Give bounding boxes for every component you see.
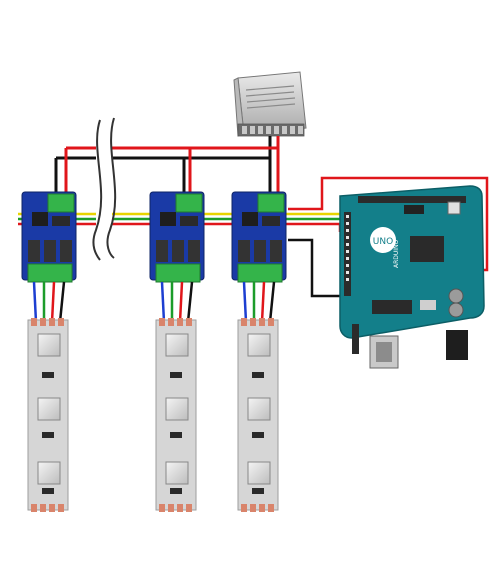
strip-wire: [178, 281, 184, 323]
rgb-led: [247, 461, 271, 485]
strip-pad: [168, 504, 174, 512]
board-logo-text: UNO: [373, 237, 393, 247]
strip-wire: [242, 281, 248, 323]
analog-header: [344, 212, 351, 296]
strip-pad: [250, 318, 256, 326]
resistor: [42, 488, 54, 494]
strip-pad: [250, 504, 256, 512]
strip-pad: [40, 504, 46, 512]
strip-pad: [268, 318, 274, 326]
resistor: [252, 488, 264, 494]
resistor: [42, 432, 54, 438]
strip-wire: [160, 281, 166, 323]
arduino-uno-board: UNO ARDUINO: [339, 185, 485, 369]
mosfet: [44, 240, 56, 262]
strip-wire: [186, 281, 194, 323]
resistor: [252, 432, 264, 438]
strip-pad: [268, 504, 274, 512]
strip-pad: [159, 318, 165, 326]
resistor: [170, 372, 182, 378]
strip-wire: [260, 281, 266, 323]
resistor: [252, 372, 264, 378]
capacitor: [448, 288, 464, 304]
rgb-led: [37, 333, 61, 357]
rgb-led: [165, 333, 189, 357]
controller-chip: [262, 216, 280, 226]
power-terminal: [47, 193, 75, 213]
reset-button: [447, 201, 461, 215]
rgb-led: [37, 461, 61, 485]
power-supply-icon: [233, 71, 307, 137]
controller-chip: [32, 212, 48, 226]
strip-pad: [186, 318, 192, 326]
strip-wire: [50, 281, 56, 323]
strip-pad: [31, 504, 37, 512]
led-strip: [155, 318, 197, 512]
power-wires: [54, 136, 280, 196]
strip-pad: [58, 318, 64, 326]
mosfet: [60, 240, 72, 262]
strip-pad: [241, 318, 247, 326]
output-terminal: [155, 263, 201, 283]
strip-pad: [49, 504, 55, 512]
atmega-chip: [372, 300, 412, 314]
power-terminal: [175, 193, 203, 213]
led-strip: [27, 318, 69, 512]
resistor: [170, 488, 182, 494]
strip-pad: [177, 504, 183, 512]
power-header: [352, 324, 359, 354]
rgb-led: [165, 461, 189, 485]
led-strip: [237, 318, 279, 512]
controller-chip: [242, 212, 258, 226]
strip-pad: [40, 318, 46, 326]
icsp-header: [404, 205, 424, 214]
crystal: [420, 300, 436, 310]
strip-pad: [31, 318, 37, 326]
mosfet: [188, 240, 200, 262]
mosfet: [254, 240, 266, 262]
rgb-controller-module: [21, 191, 77, 323]
controller-chip: [160, 212, 176, 226]
strip-pad: [49, 318, 55, 326]
resistor: [170, 432, 182, 438]
mosfet: [270, 240, 282, 262]
mosfet: [172, 240, 184, 262]
rgb-led: [247, 333, 271, 357]
strip-wire: [58, 281, 66, 323]
capacitor: [448, 302, 464, 318]
controller-chip: [52, 216, 70, 226]
controller-chip: [180, 216, 198, 226]
wire-break-icon: [92, 110, 117, 261]
rgb-controller-module: [149, 191, 205, 323]
rgb-led: [37, 397, 61, 421]
digital-header: [358, 196, 466, 203]
board-brand-text: ARDUINO: [393, 239, 400, 268]
strip-pad: [259, 318, 265, 326]
mosfet: [28, 240, 40, 262]
strip-pad: [159, 504, 165, 512]
dc-power-jack: [446, 330, 468, 360]
strip-pad: [186, 504, 192, 512]
arduino-logo-icon: [370, 227, 396, 253]
resistor: [42, 372, 54, 378]
microcontroller-chip: [410, 236, 444, 262]
mosfet: [156, 240, 168, 262]
power-terminal: [257, 193, 285, 213]
strip-pad: [259, 504, 265, 512]
strip-pad: [241, 504, 247, 512]
rgb-controller-module: [231, 191, 287, 323]
mosfet: [238, 240, 250, 262]
strip-pad: [177, 318, 183, 326]
rgb-led: [247, 397, 271, 421]
output-terminal: [27, 263, 73, 283]
rgb-led: [165, 397, 189, 421]
strip-pad: [58, 504, 64, 512]
strip-wire: [268, 281, 276, 323]
output-terminal: [237, 263, 283, 283]
strip-wire: [32, 281, 38, 323]
strip-pad: [168, 318, 174, 326]
